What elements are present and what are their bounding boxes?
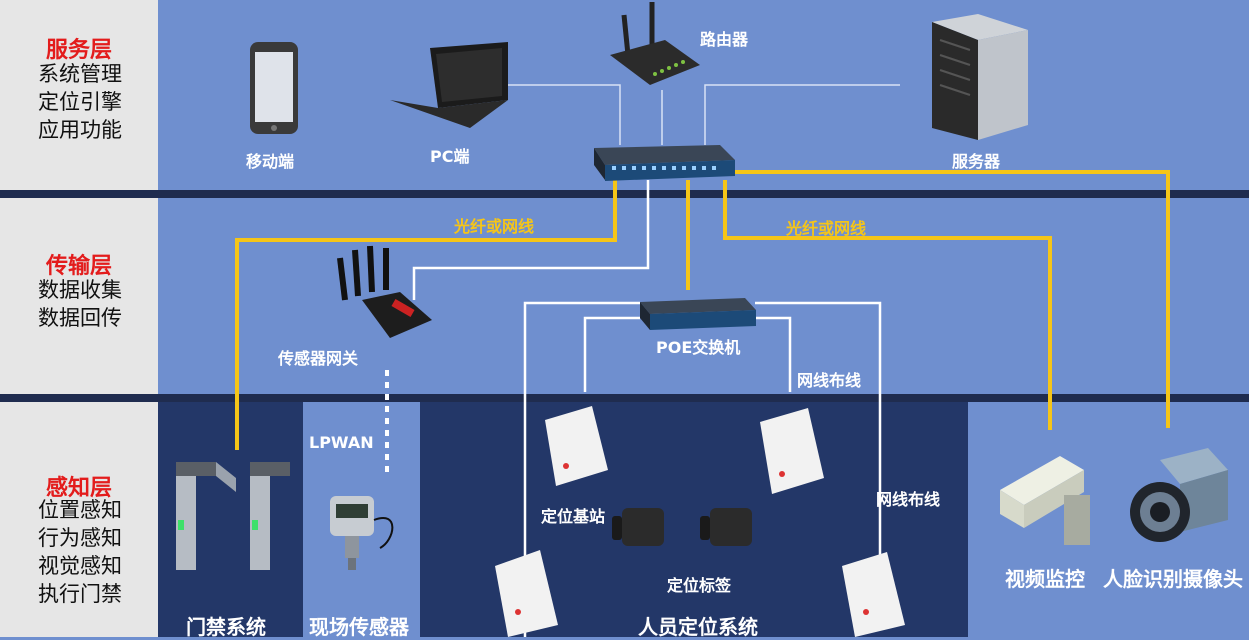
layer-line: 应用功能 — [38, 118, 122, 142]
layer-line: 执行门禁 — [38, 582, 122, 606]
layer-divider — [0, 394, 1249, 402]
layer-line: 数据收集 — [38, 278, 122, 302]
service-links — [466, 84, 900, 145]
label-video: 视频监控 — [1005, 567, 1085, 591]
link-label-cable-2: 网线布线 — [876, 490, 941, 509]
label-mobile: 移动端 — [246, 152, 295, 171]
layer-divider — [0, 190, 1249, 198]
label-server: 服务器 — [952, 152, 1001, 171]
layer-line: 系统管理 — [38, 62, 122, 86]
label-system-field-sensor: 现场传感器 — [309, 615, 409, 639]
label-system-personnel: 人员定位系统 — [638, 615, 758, 639]
layer-line: 位置感知 — [38, 498, 122, 522]
label-sensor-gateway: 传感器网关 — [278, 349, 359, 368]
left-panel-perception — [0, 402, 158, 637]
server-icon — [932, 14, 1028, 140]
left-panel-service — [0, 0, 158, 190]
field-sensor-icon — [330, 496, 394, 570]
layer-title-transport: 传输层 — [45, 254, 112, 279]
switch-icon — [594, 145, 735, 181]
laptop-icon — [390, 42, 508, 128]
face-camera-icon — [1130, 448, 1228, 542]
layer-title-service: 服务层 — [45, 38, 112, 63]
link-label-fiber-right: 光纤或网线 — [786, 219, 867, 238]
base-station-led-icon — [515, 463, 869, 615]
link-label-cable-1: 网线布线 — [797, 371, 862, 390]
label-poe-switch: POE交换机 — [656, 338, 741, 357]
cable-links — [412, 180, 882, 637]
link-label-fiber-left: 光纤或网线 — [454, 217, 535, 236]
tag-icon — [612, 508, 752, 546]
turnstile-icon — [176, 462, 290, 570]
gateway-icon — [337, 245, 432, 338]
label-tag: 定位标签 — [667, 576, 732, 595]
fiber-links — [235, 170, 1170, 450]
poe-switch-icon — [640, 298, 756, 330]
layer-line: 数据回传 — [38, 306, 122, 330]
label-system-access: 门禁系统 — [186, 615, 266, 639]
label-base-station: 定位基站 — [541, 507, 606, 526]
label-lpwan: LPWAN — [309, 433, 374, 452]
layer-line: 视觉感知 — [38, 554, 122, 578]
mobile-phone-icon — [250, 42, 298, 134]
label-pc: PC端 — [430, 147, 470, 166]
label-face-camera: 人脸识别摄像头 — [1103, 567, 1243, 591]
layer-line: 定位引擎 — [38, 90, 122, 114]
base-station-icon — [495, 406, 905, 637]
video-camera-icon — [1000, 456, 1090, 545]
label-router: 路由器 — [700, 30, 749, 49]
router-icon — [610, 2, 700, 85]
layer-line: 行为感知 — [38, 526, 122, 550]
left-panel-transport — [0, 198, 158, 394]
layer-title-perception: 感知层 — [45, 476, 112, 501]
